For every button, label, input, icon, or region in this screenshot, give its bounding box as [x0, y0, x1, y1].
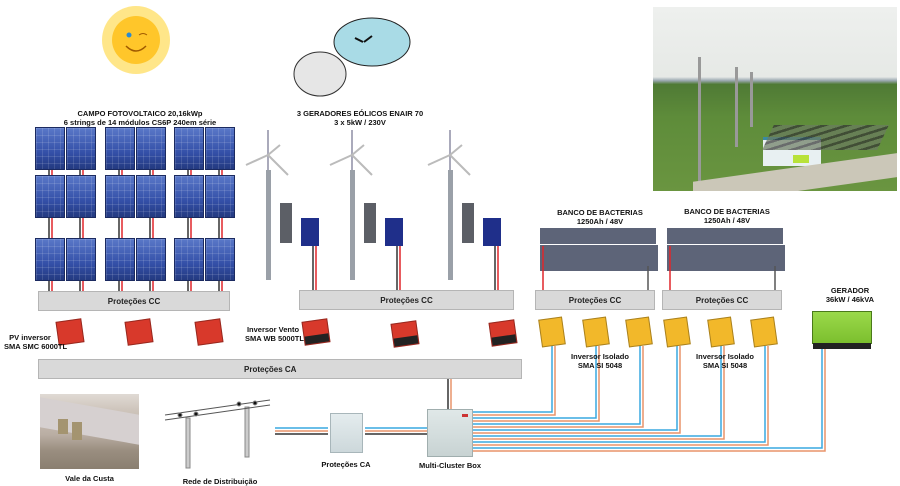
battery-bank-2-title-line2: 1250Ah / 48V — [703, 216, 751, 225]
wind-cloud-illustration — [293, 17, 411, 97]
battery-bank-1-title-line2: 1250Ah / 48V — [576, 217, 624, 226]
sun-illustration — [102, 6, 170, 74]
distribution-grid-label: Rede de Distribuição — [182, 477, 258, 486]
ac-cable — [473, 346, 681, 434]
wind-title-line2: 3 x 5kW / 230V — [334, 118, 386, 127]
pv-module — [35, 175, 65, 218]
pv-module — [205, 127, 235, 170]
multicluster-box — [427, 409, 473, 457]
wind-inverter-label-line1: Inversor Vento — [246, 325, 300, 334]
generator-unit — [812, 311, 872, 349]
ac-cable — [473, 346, 722, 437]
island-inverter — [582, 316, 610, 348]
pv-field-title-line1: CAMPO FOTOVOLTAICO 20,16kWp — [77, 109, 203, 118]
island-inverter-1-label-line1: Inversor Isolado — [571, 352, 629, 361]
ac-cable — [473, 346, 769, 446]
wind-title-line1: 3 GERADORES EÓLICOS ENAIR 70 — [296, 109, 424, 118]
pv-module — [205, 238, 235, 281]
ac-cable — [473, 346, 678, 431]
pv-module — [66, 127, 96, 170]
pv-module — [174, 127, 204, 170]
village-label: Vale da Custa — [65, 474, 114, 483]
pv-module — [35, 238, 65, 281]
ac-cable — [473, 346, 766, 443]
battery-bank-1 — [540, 228, 658, 292]
village-photo — [40, 394, 139, 469]
pv-module — [174, 238, 204, 281]
ac-protection-box-label: Proteções CA — [321, 460, 371, 469]
pv-module — [105, 127, 135, 170]
wind-inverter — [488, 319, 518, 347]
pv-module — [205, 175, 235, 218]
island-inverter — [625, 316, 653, 348]
dc-protection-pv: Proteções CC — [38, 291, 230, 311]
ac-cable — [473, 346, 600, 422]
multicluster-box-label: Multi-Cluster Box — [418, 461, 482, 470]
island-inverter — [538, 316, 566, 348]
island-inverter-1-label-line2: SMA SI 5048 — [577, 361, 623, 370]
ac-cable — [473, 346, 641, 425]
pv-inverter-label-line1: PV inversor — [9, 333, 51, 342]
wind-inverter-label-line2: SMA WB 5000TL — [245, 334, 304, 343]
pv-module — [136, 127, 166, 170]
ac-cable — [473, 346, 553, 413]
pv-module — [105, 175, 135, 218]
wind-turbine-3 — [427, 130, 501, 280]
pv-inverter-label: PV inversor SMA SMC 6000TL — [4, 333, 68, 351]
battery-bank-2 — [667, 228, 785, 292]
wind-inverter — [301, 318, 331, 346]
pv-inverter — [194, 318, 224, 346]
pv-module — [174, 175, 204, 218]
battery-bank-2-title-line1: BANCO DE BACTERIAS — [684, 207, 770, 216]
wind-turbine-1 — [245, 130, 319, 280]
generator-title-line1: GERADOR — [830, 286, 870, 295]
pv-module — [136, 238, 166, 281]
ac-cable — [473, 346, 597, 419]
pv-module — [35, 127, 65, 170]
pv-module — [136, 175, 166, 218]
pv-module — [105, 238, 135, 281]
wind-turbine-2 — [329, 130, 403, 280]
battery-bank-2-title: BANCO DE BACTERIAS 1250Ah / 48V — [672, 207, 782, 225]
ac-cable — [473, 346, 556, 416]
generator-title-line2: 36kW / 46kVA — [825, 295, 875, 304]
wind-title: 3 GERADORES EÓLICOS ENAIR 70 3 x 5kW / 2… — [275, 109, 445, 127]
distribution-poles — [164, 399, 271, 469]
ac-cable — [473, 346, 725, 440]
ac-protection-main: Proteções CA — [38, 359, 522, 379]
pv-dc-cables — [48, 170, 223, 291]
pv-module — [66, 238, 96, 281]
island-inverter-1-label: Inversor Isolado SMA SI 5048 — [570, 352, 630, 370]
pv-module — [66, 175, 96, 218]
battery-bank-1-title-line1: BANCO DE BACTERIAS — [557, 208, 643, 217]
site-photo — [653, 7, 897, 191]
ac-cable — [473, 346, 644, 428]
wind-inverter — [390, 320, 420, 348]
wind-inverter-label: Inversor Vento SMA WB 5000TL — [245, 325, 304, 343]
island-inverter-2-label: Inversor Isolado SMA SI 5048 — [695, 352, 755, 370]
generator-title: GERADOR 36kW / 46kVA — [820, 286, 880, 304]
pv-field-title: CAMPO FOTOVOLTAICO 20,16kWp 6 strings de… — [40, 109, 240, 127]
island-inverter — [663, 316, 691, 348]
ac-protection-box — [330, 413, 363, 453]
pv-field-title-line2: 6 strings de 14 módulos CS6P 240em série — [63, 118, 217, 127]
island-inverter-2-label-line1: Inversor Isolado — [696, 352, 754, 361]
island-inverter — [750, 316, 778, 348]
dc-protection-wind: Proteções CC — [299, 290, 514, 310]
pv-inverter-label-line2: SMA SMC 6000TL — [4, 342, 68, 351]
dc-protection-battery-2: Proteções CC — [662, 290, 782, 310]
ac-cable — [473, 346, 826, 452]
island-inverter — [707, 316, 735, 348]
dc-protection-battery-1: Proteções CC — [535, 290, 655, 310]
battery-bank-1-title: BANCO DE BACTERIAS 1250Ah / 48V — [545, 208, 655, 226]
ac-cable — [473, 346, 823, 449]
island-inverter-2-label-line2: SMA SI 5048 — [702, 361, 748, 370]
pv-inverter — [124, 318, 154, 346]
